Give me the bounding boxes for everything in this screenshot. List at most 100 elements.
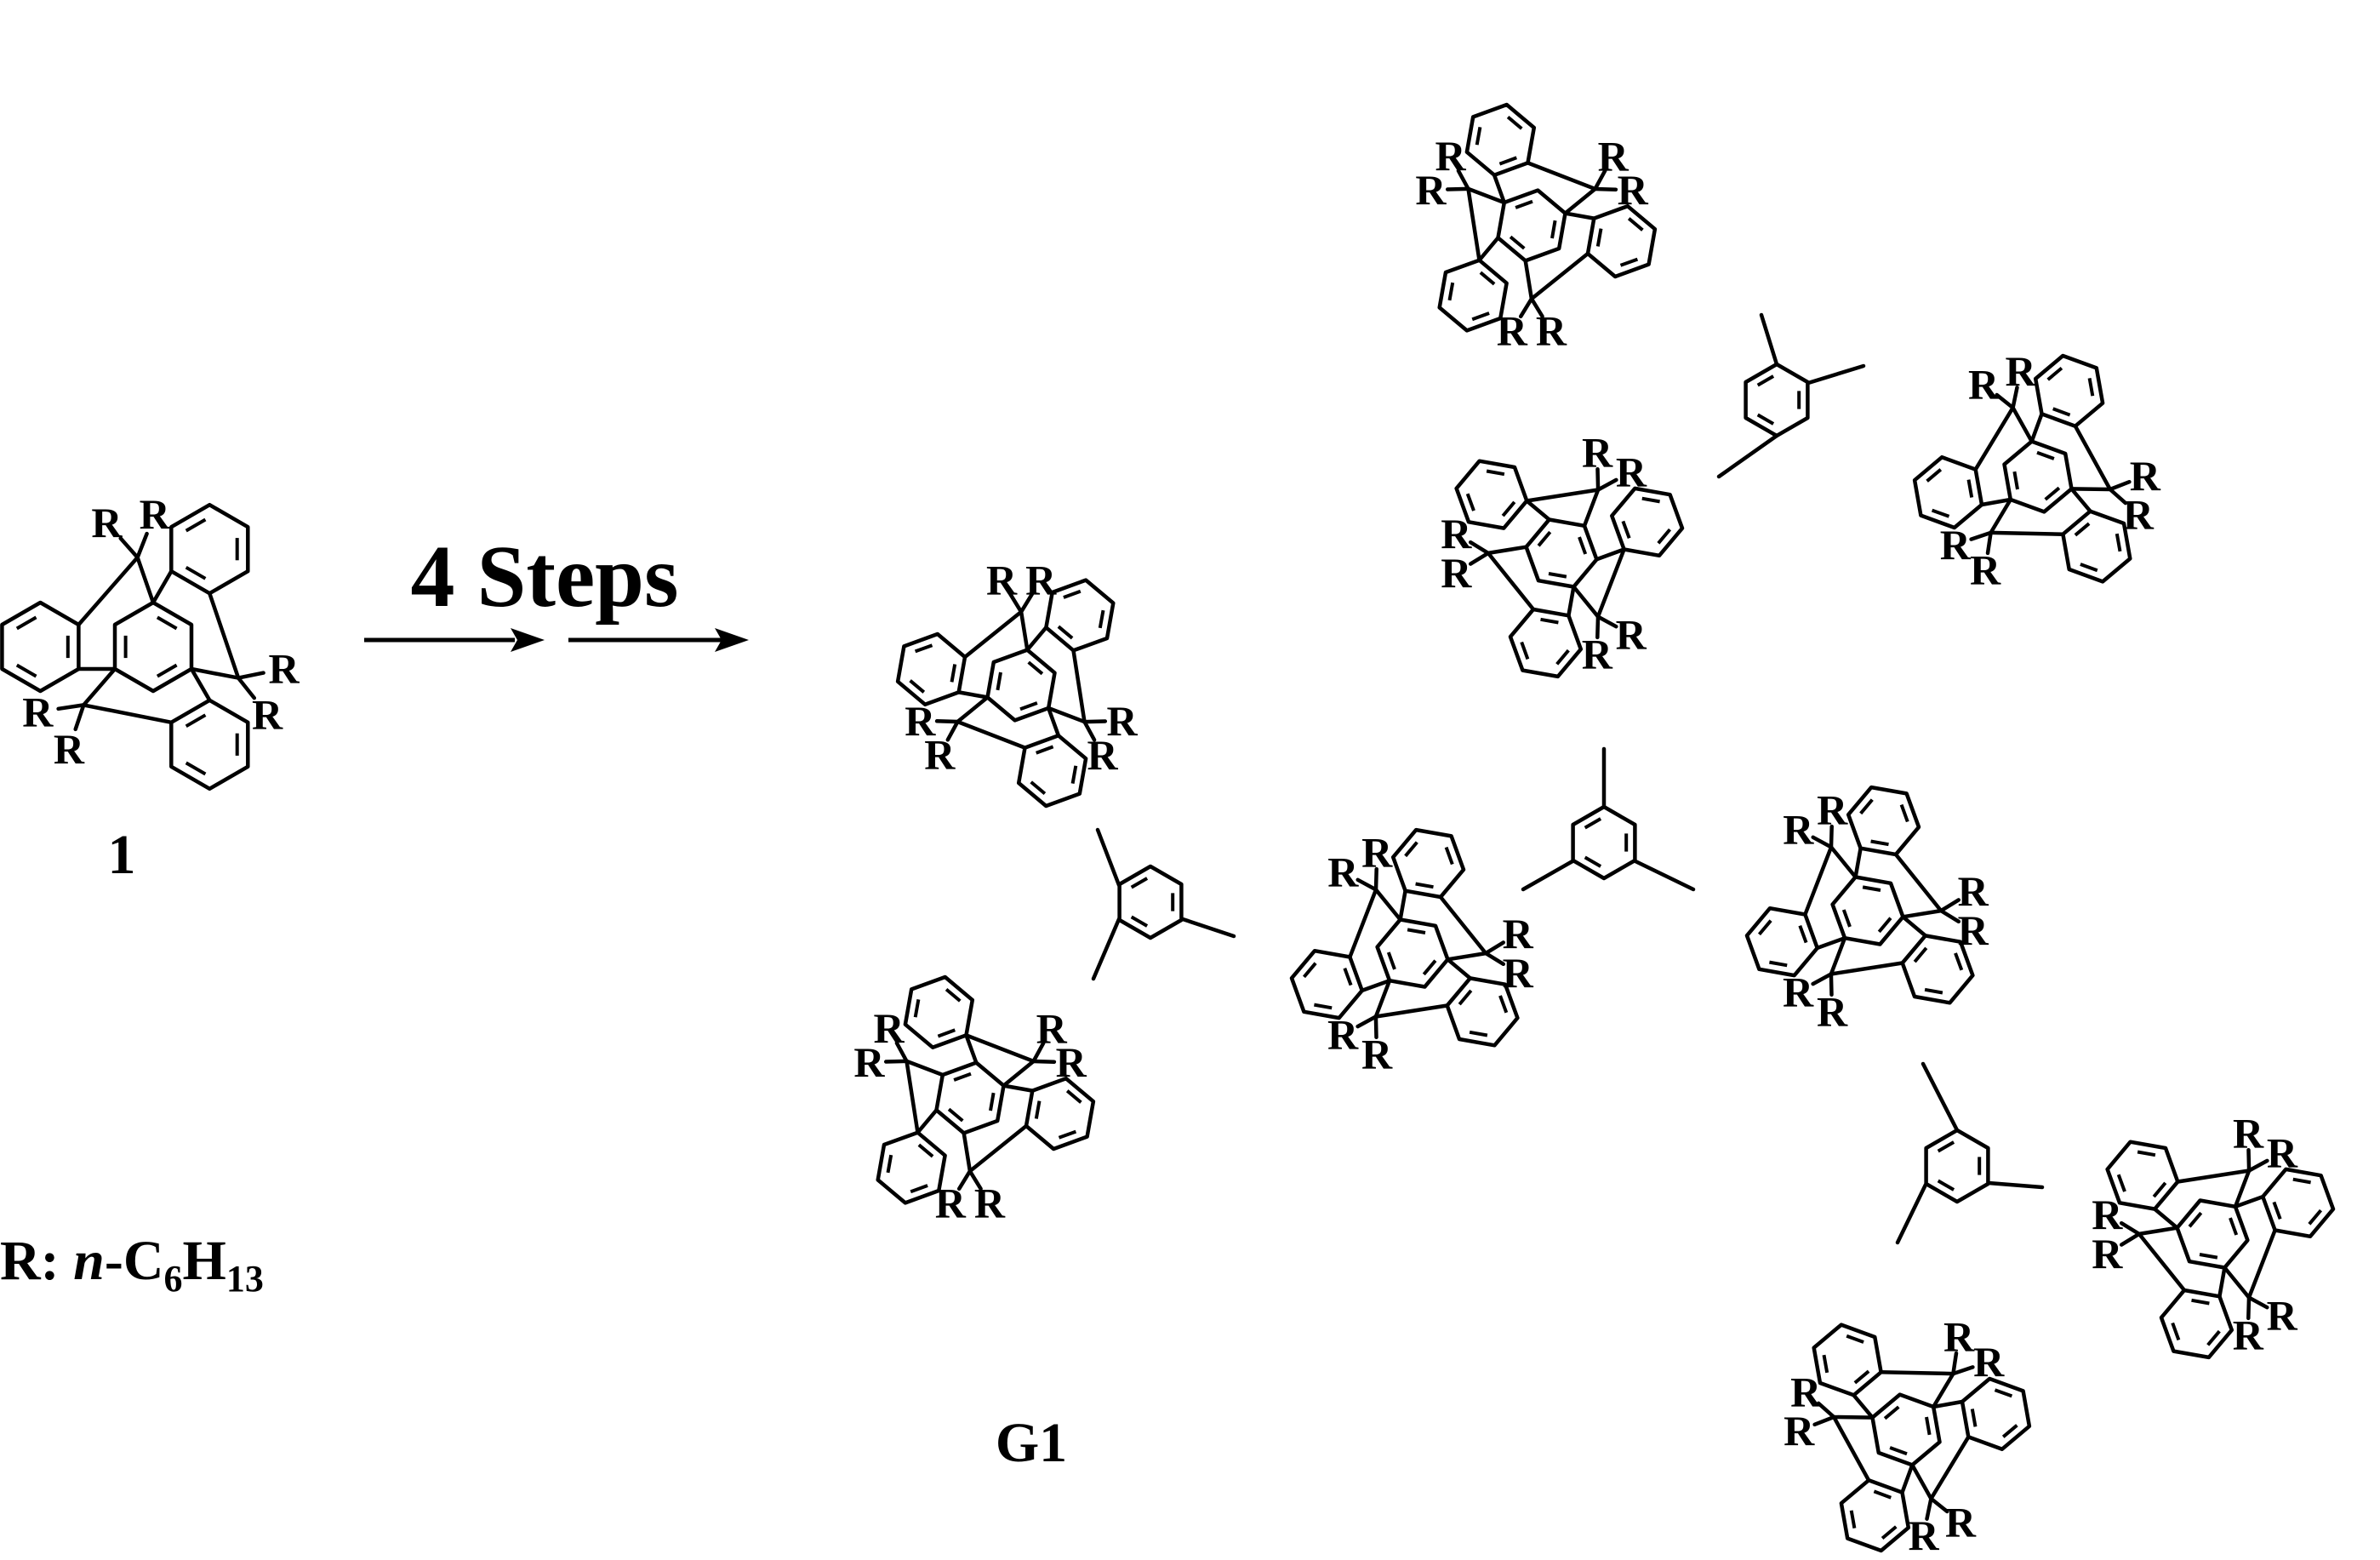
aromatic-double-bond xyxy=(2080,563,2098,573)
aromatic-double-bond xyxy=(1931,508,1950,518)
r-substituent-label: R xyxy=(1783,805,1814,853)
r-bond xyxy=(1811,835,1834,849)
aromatic-double-bond xyxy=(2199,1253,2218,1260)
five-ring-bond xyxy=(2137,1226,2179,1237)
aromatic-double-bond xyxy=(1641,496,1660,504)
r-substituent-label: R xyxy=(2092,1191,2123,1238)
five-ring-bond xyxy=(1831,1414,1871,1483)
five-ring-bond xyxy=(2176,1169,2252,1184)
r-substituent-label: R xyxy=(873,1004,905,1052)
aromatic-double-bond xyxy=(1756,374,1775,387)
aromatic-double-bond xyxy=(2116,1174,2126,1192)
aromatic-double-bond xyxy=(1019,701,1038,711)
aromatic-double-bond xyxy=(1034,1100,1042,1119)
aromatic-double-bond xyxy=(1506,115,1523,130)
r-bond xyxy=(1019,591,1035,614)
substituent-definition: R: n-C6H13 xyxy=(0,1230,264,1300)
aromatic-double-bond xyxy=(2206,1329,2221,1346)
five-ring-bond xyxy=(1466,186,1507,205)
r-bond xyxy=(1829,972,1834,997)
aromatic-double-bond xyxy=(1862,885,1881,892)
r-substituent-label: R xyxy=(2267,1292,2298,1340)
r-substituent-label: R xyxy=(2123,490,2155,538)
aromatic-double-bond xyxy=(1873,1489,1892,1500)
aromatic-double-bond xyxy=(1756,413,1775,426)
aromatic-double-bond xyxy=(1595,228,1603,247)
aromatic-double-bond xyxy=(1621,520,1631,539)
aromatic-double-bond xyxy=(156,663,178,678)
r-substituent-label: R xyxy=(1598,132,1629,180)
aromatic-double-bond xyxy=(185,761,207,776)
r-bond xyxy=(1829,824,1834,849)
definition-carbon-subscript: 6 xyxy=(164,1258,183,1300)
five-ring-bond xyxy=(1486,545,1528,556)
aromatic-double-bond xyxy=(1501,500,1516,517)
r-bond xyxy=(118,536,140,560)
aromatic-double-bond xyxy=(1966,479,1974,498)
aromatic-double-bond xyxy=(914,643,933,654)
r-substituent-label: R xyxy=(1056,1038,1087,1086)
r-substituent-label: R xyxy=(1361,828,1393,876)
linking-bond xyxy=(1759,312,1779,367)
aromatic-double-bond xyxy=(1578,536,1588,555)
r-bond xyxy=(2246,1147,2252,1173)
r-bond xyxy=(1951,1351,1959,1376)
five-ring-bond xyxy=(1563,211,1596,220)
aromatic-double-bond xyxy=(2044,486,2061,501)
r-substituent-label: R xyxy=(1415,166,1447,214)
linking-bond xyxy=(1921,1061,1960,1133)
aromatic-double-bond xyxy=(2188,1211,2203,1228)
reaction-arrow: 4 Steps xyxy=(364,528,749,652)
r-bond xyxy=(1995,392,2015,410)
r-bond xyxy=(236,676,257,700)
aromatic-double-bond xyxy=(1404,841,1418,858)
aromatic-double-bond xyxy=(1314,1003,1333,1010)
r-substituent-label: R xyxy=(1973,1338,2005,1386)
five-ring-bond xyxy=(1831,1414,1875,1420)
aromatic-double-bond xyxy=(1859,798,1874,815)
aromatic-double-bond xyxy=(2087,378,2095,397)
r-bond xyxy=(1468,551,1491,566)
five-ring-bond xyxy=(1373,888,1402,922)
five-ring-bond xyxy=(1529,251,1590,301)
five-ring-bond xyxy=(964,1033,979,1065)
aromatic-double-bond xyxy=(1520,641,1530,660)
reaction-arrow-head-1 xyxy=(511,628,545,652)
arrow-label: 4 Steps xyxy=(411,528,679,626)
r-substituent-label: R xyxy=(2092,1230,2123,1277)
product-g1-label: G1 xyxy=(996,1412,1067,1474)
r-substituent-label: R xyxy=(1958,867,1989,915)
five-ring-bond xyxy=(1525,499,1551,522)
five-ring-bond xyxy=(956,690,990,700)
aromatic-double-bond xyxy=(1036,745,1054,755)
five-ring-bond xyxy=(1595,547,1626,619)
five-ring-bond xyxy=(1360,978,1392,993)
r-substituent-label: R xyxy=(2233,1109,2264,1157)
five-ring-bond xyxy=(1046,706,1061,738)
linking-bond xyxy=(1633,859,1696,892)
aromatic-double-bond xyxy=(1130,915,1149,928)
aromatic-double-bond xyxy=(15,615,37,631)
aromatic-double-bond xyxy=(1098,609,1105,629)
r-substituent-label: R xyxy=(252,690,283,738)
aromatic-double-bond xyxy=(185,517,207,533)
five-ring-bond xyxy=(1466,186,1481,262)
five-ring-bond xyxy=(1348,888,1378,959)
r-substituent-label: R xyxy=(1536,307,1567,355)
five-ring-bond xyxy=(2029,412,2044,443)
r-substituent-label: R xyxy=(2267,1129,2298,1177)
five-ring-bond xyxy=(964,1033,1036,1064)
aromatic-double-bond xyxy=(1769,960,1788,968)
five-ring-bond xyxy=(956,695,990,724)
five-ring-bond xyxy=(905,1059,945,1077)
five-ring-bond xyxy=(1931,1399,1965,1409)
r-substituent-label: R xyxy=(1958,906,1989,954)
r-bond xyxy=(883,1059,909,1064)
five-ring-bond xyxy=(905,1059,920,1134)
aromatic-double-bond xyxy=(937,1028,956,1038)
five-ring-bond xyxy=(1910,1463,1933,1501)
five-ring-bond xyxy=(2223,1266,2252,1300)
five-ring-bond xyxy=(1373,1003,1449,1019)
aromatic-double-bond xyxy=(2191,1298,2210,1306)
